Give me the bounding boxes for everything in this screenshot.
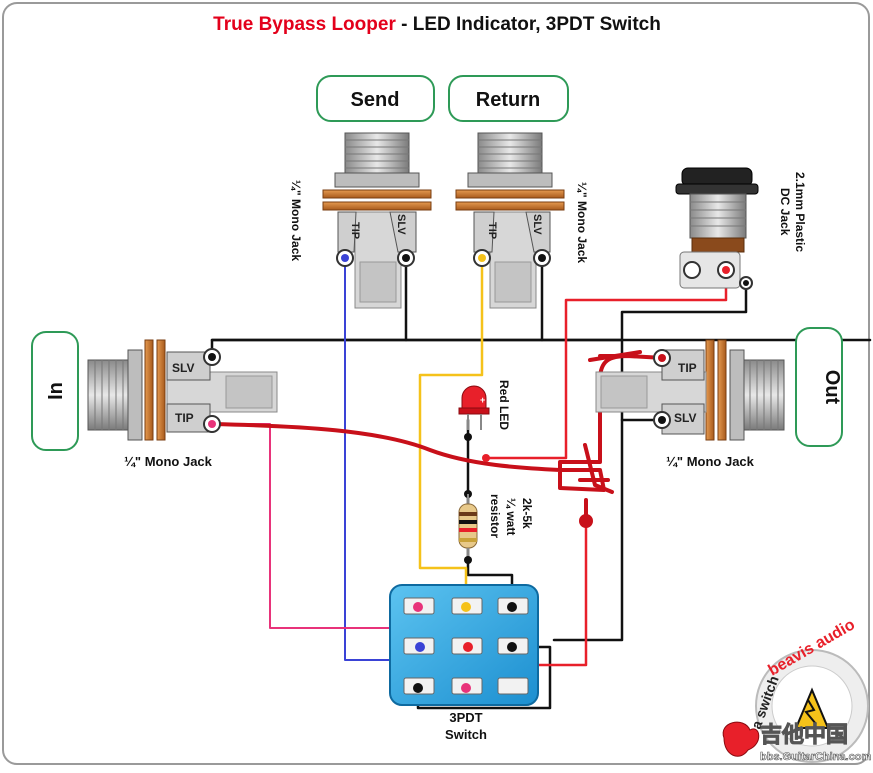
return-tip-text: TIP <box>486 222 498 239</box>
dc-positive-wire <box>484 268 728 460</box>
return-button-box[interactable]: Return <box>448 75 569 122</box>
out-button-box[interactable]: Out <box>795 327 843 447</box>
dc-ground-wire <box>552 281 748 642</box>
in-button-box[interactable]: In <box>31 331 79 451</box>
send-tip-text: TIP <box>349 222 361 239</box>
watermark-icon <box>722 721 760 757</box>
switch-label-1: 3PDT <box>449 710 482 725</box>
3pdt-switch <box>389 584 539 706</box>
dc-jack-label-2: DC Jack <box>778 188 792 236</box>
send-jack: TIP SLV <box>322 132 432 309</box>
send-label: Send <box>351 89 400 111</box>
title-sub: - LED Indicator, 3PDT Switch <box>396 14 661 35</box>
out-label: Out <box>821 370 843 405</box>
return-tip-wire <box>418 256 484 608</box>
switch-label-2: Switch <box>445 727 487 742</box>
handdrawn-modification <box>210 350 666 528</box>
in-jack-label: ¼" Mono Jack <box>124 454 213 469</box>
out-jack-label: ¼" Mono Jack <box>666 454 755 469</box>
watermark-chinese: 吉他中国 <box>760 722 848 747</box>
red-led: + <box>458 385 490 462</box>
resistor-label-3: resistor <box>488 494 502 538</box>
led-label: Red LED <box>497 380 511 430</box>
resistor <box>458 490 478 564</box>
send-jack-label: ¼" Mono Jack <box>289 180 303 261</box>
resistor-label-2: ¼ watt <box>504 498 518 535</box>
out-jack: TIP SLV <box>595 339 785 441</box>
in-tip-text: TIP <box>175 411 194 425</box>
return-slv-text: SLV <box>531 214 543 235</box>
watermark-url: bbs.GuitarChina.com <box>760 751 871 763</box>
guitarchina-watermark: 吉他中国 bbs.GuitarChina.com <box>722 721 872 763</box>
led-plus: + <box>480 395 485 405</box>
dc-jack <box>675 167 759 290</box>
in-slv-text: SLV <box>172 361 194 375</box>
resistor-label-1: 2k-5k <box>520 498 534 529</box>
page-title: True Bypass Looper - LED Indicator, 3PDT… <box>213 14 661 35</box>
send-button-box[interactable]: Send <box>316 75 435 122</box>
return-jack: TIP SLV <box>455 132 565 309</box>
in-label: In <box>45 382 67 400</box>
dc-sleeve-lug <box>683 261 701 279</box>
out-tip-text: TIP <box>678 361 697 375</box>
return-jack-label: ¼" Mono Jack <box>575 182 589 263</box>
title-main: True Bypass Looper <box>213 14 396 35</box>
in-jack: SLV TIP <box>87 339 278 441</box>
return-label: Return <box>476 89 540 111</box>
dc-jack-label-1: 2.1mm Plastic <box>793 172 807 252</box>
send-slv-text: SLV <box>395 214 407 235</box>
out-slv-text: SLV <box>674 411 696 425</box>
beavis-audio-logo: beavis audio a switch <box>748 616 869 763</box>
